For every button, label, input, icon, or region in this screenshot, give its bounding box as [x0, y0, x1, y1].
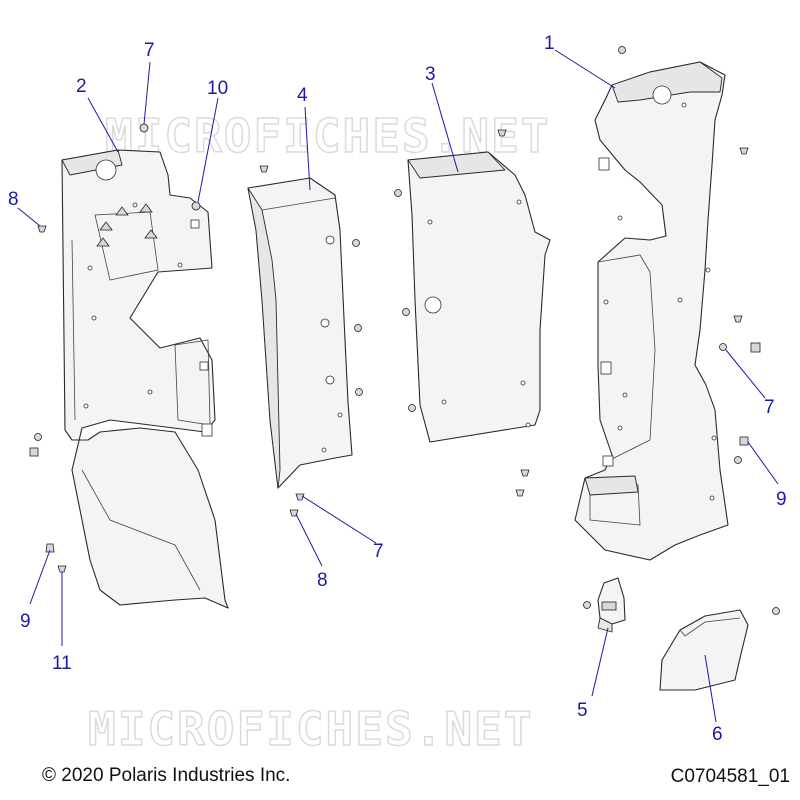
callout-7-right: 7 [764, 397, 775, 418]
fastener-group [29, 46, 780, 615]
push-rivet [57, 565, 67, 573]
figure-id: C0704581_01 [670, 766, 790, 787]
callout-8-left: 8 [8, 189, 19, 210]
part-5-latch [597, 577, 626, 633]
part-2-left-panel [61, 149, 229, 609]
part-1-right-panel [574, 61, 729, 561]
part-3-wide-panel [407, 151, 551, 443]
nut-clip [29, 447, 39, 457]
push-rivet [739, 147, 749, 155]
callout-3: 3 [425, 64, 436, 85]
nut-clip [739, 436, 749, 446]
clip [34, 433, 42, 441]
push-rivet [295, 493, 305, 501]
clip [394, 189, 402, 197]
clip [191, 201, 201, 211]
push-rivet [45, 543, 55, 553]
callout-6: 6 [712, 724, 723, 745]
clip [408, 404, 416, 412]
watermark-bottom: MICROFICHES.NET [88, 702, 533, 756]
push-rivet [259, 165, 269, 173]
callout-10: 10 [207, 78, 228, 99]
callout-11: 11 [52, 653, 72, 674]
clip [719, 343, 727, 351]
nut-clip [750, 342, 761, 353]
push-rivet [37, 225, 47, 233]
callout-5: 5 [577, 700, 588, 721]
clip [352, 239, 360, 247]
clip [583, 601, 591, 609]
push-rivet [497, 129, 507, 137]
push-rivet [515, 489, 525, 497]
callout-4: 4 [297, 85, 308, 106]
callout-7-middle: 7 [373, 541, 384, 562]
clip [402, 308, 410, 316]
clip [772, 607, 780, 615]
clip [734, 456, 742, 464]
copyright-text: © 2020 Polaris Industries Inc. [42, 765, 291, 786]
clip [354, 324, 362, 332]
callout-9-left: 9 [20, 611, 31, 632]
callout-1: 1 [544, 33, 555, 54]
clip [139, 123, 149, 133]
push-rivet [733, 315, 743, 323]
callout-9-right: 9 [776, 489, 787, 510]
push-rivet [520, 469, 530, 477]
callout-7-top: 7 [144, 40, 155, 61]
clip [618, 46, 626, 54]
part-6-cover-plate [659, 609, 749, 691]
callout-8-middle: 8 [317, 570, 328, 591]
callout-2: 2 [76, 76, 87, 97]
clip [355, 388, 363, 396]
leader-lines [17, 49, 779, 723]
part-4-narrow-panel [247, 177, 353, 489]
